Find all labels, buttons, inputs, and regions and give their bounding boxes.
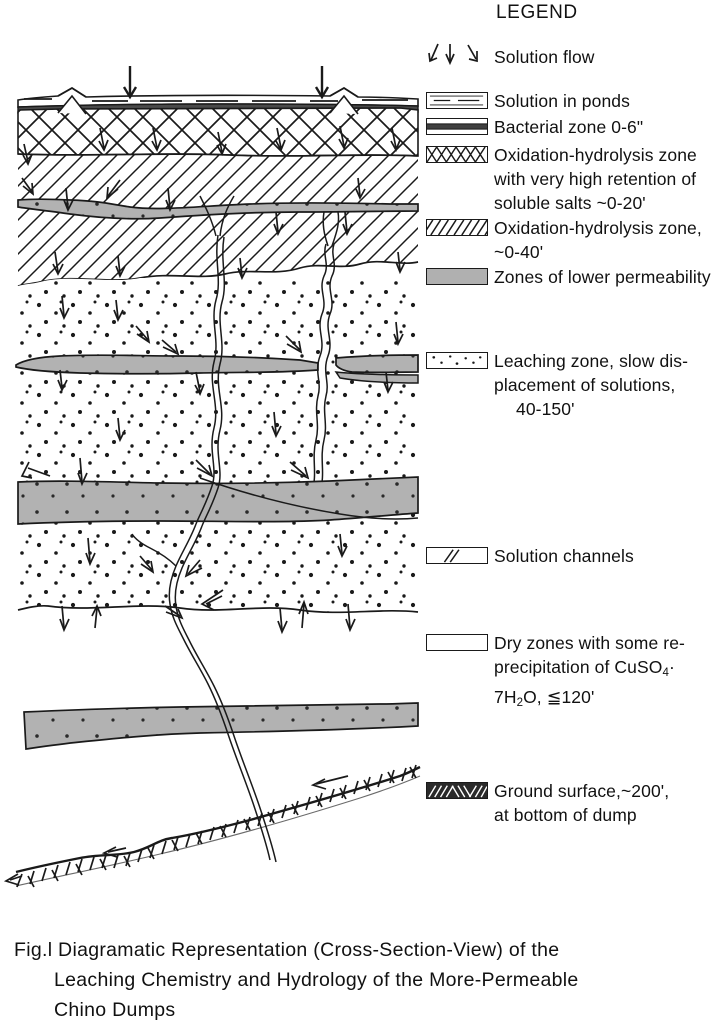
layer-low-permeability-band-2 [15,354,419,384]
solution-flow-arrows [3,66,406,886]
swatch-ground-surface [426,782,488,799]
ground-hatch-ticks [16,764,417,888]
legend-label-oxidation-crosshatch: Oxidation-hydrolysis zone with very high… [494,145,697,213]
layer-oxidation-diagonal [17,153,419,287]
dry-zones-depth-line: 7H2O, ≦120' [494,687,595,709]
caption-line-3: Chino Dumps [54,999,176,1021]
legend-label-lower-permeability: Zones of lower permeability [494,267,711,287]
swatch-leaching-zone [426,352,488,369]
swatch-bacterial-zone [426,118,488,135]
legend-label-ground-surface: Ground surface,~200', at bottom of dump [494,781,670,825]
legend-label-oxidation-diagonal: Oxidation-hydrolysis zone, ~0-40' [494,218,702,262]
layer-low-permeability-band-4 [23,702,419,750]
swatch-solution-channels [426,547,488,564]
legend-label-dry-zones: Dry zones with some re- precipitation of… [494,631,685,715]
layer-ground-surface [15,764,421,888]
solution-channels [131,195,340,863]
pond-water-dashes [24,98,408,102]
legend-label-solution-channels: Solution channels [494,546,634,566]
legend-label-solution-flow: Solution flow [494,47,595,67]
swatch-dry-zones [426,634,488,651]
caption-line-2: Leaching Chemistry and Hydrology of the … [54,969,579,991]
layer-low-permeability-band-1 [17,198,419,220]
swatch-solution-in-ponds [426,92,488,109]
legend-label-solution-in-ponds: Solution in ponds [494,91,630,111]
legend-title: LEGEND [496,2,578,23]
swatch-lower-permeability [426,268,488,285]
dry-zones-formula-line: precipitation of CuSO4· [494,657,675,679]
figure-caption: Fig.l Diagramatic Representation (Cross-… [14,935,704,1025]
swatch-oxidation-crosshatch [426,146,488,163]
caption-line-1: Fig.l Diagramatic Representation (Cross-… [14,939,560,961]
legend-label-leaching-zone: Leaching zone, slow dis- placement of so… [494,351,689,419]
legend-label-bacterial-zone: Bacterial zone 0-6" [494,117,644,137]
legend: LEGEND Solution flow [424,0,712,860]
swatch-oxidation-diagonal [426,219,488,236]
layer-low-permeability-band-3 [17,476,419,525]
solution-flow-icon [426,42,488,68]
